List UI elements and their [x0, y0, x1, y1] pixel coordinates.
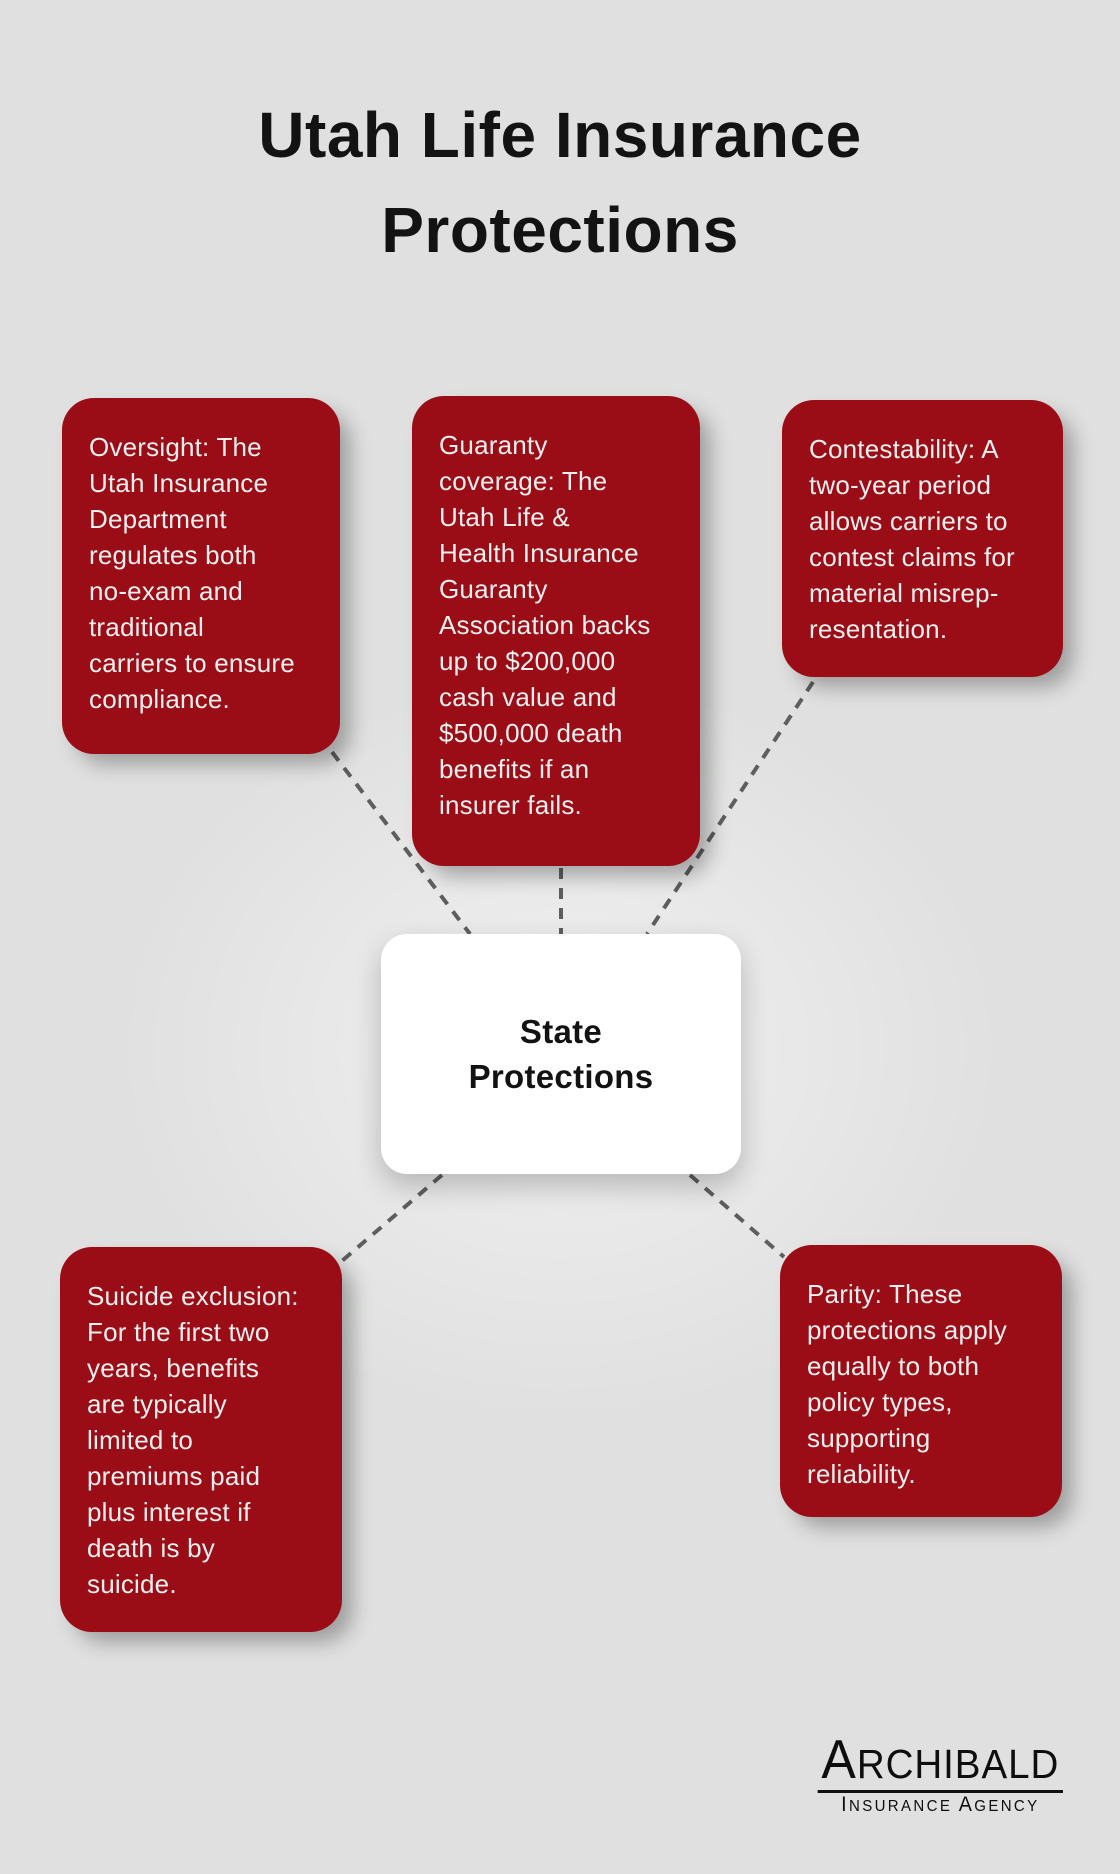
page-title: Utah Life Insurance Protections: [258, 99, 862, 266]
node-parity: Parity: These protections apply equally …: [780, 1245, 1062, 1517]
node-contestability: Contestability: A two-year period allows…: [782, 400, 1063, 677]
logo-tagline: INSURANCE AGENCY: [841, 1793, 1040, 1816]
node-oversight: Oversight: The Utah Insurance Department…: [62, 398, 340, 754]
logo-name: ARCHIBALD: [817, 1732, 1063, 1793]
node-suicide-exclusion: Suicide exclusion: For the first two yea…: [60, 1247, 342, 1632]
company-logo: ARCHIBALD INSURANCE AGENCY: [817, 1732, 1063, 1817]
center-node-state-protections: State Protections: [381, 934, 741, 1174]
connector-parity: [688, 1173, 786, 1259]
connector-oversight: [330, 750, 472, 936]
connector-contestability: [645, 680, 815, 936]
connector-suicide-exclusion: [334, 1173, 444, 1268]
node-guaranty-coverage: Guaranty coverage: The Utah Life & Healt…: [412, 396, 700, 866]
